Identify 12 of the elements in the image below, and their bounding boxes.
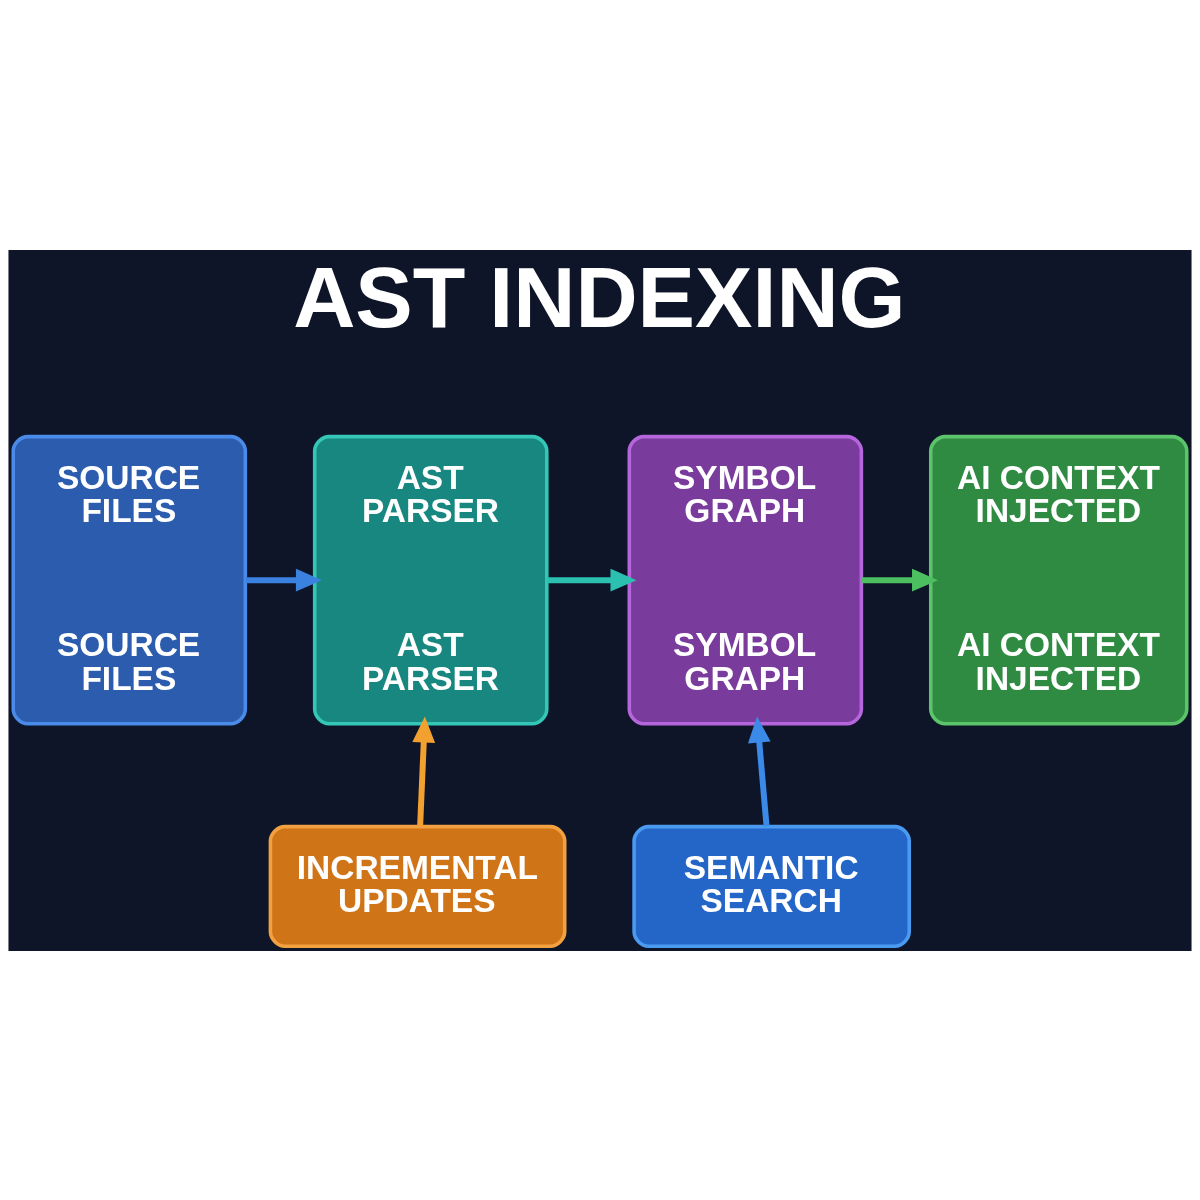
- node-box: SYMBOL GRAPH SYMBOL GRAPH: [627, 434, 864, 725]
- diagram-title: AST INDEXING: [293, 248, 906, 345]
- arrow: [412, 715, 436, 826]
- node-box: AI CONTEXT INJECTED AI CONTEXT INJECTED: [928, 434, 1189, 725]
- node-box: INCREMENTAL UPDATES: [268, 824, 567, 948]
- arrow: [747, 716, 771, 827]
- node-box: SOURCE FILES SOURCE FILES: [11, 434, 248, 725]
- arrow: [546, 568, 637, 592]
- arrow: [861, 568, 938, 592]
- node-box: SEMANTIC SEARCH: [632, 824, 912, 948]
- arrow: [245, 568, 322, 592]
- node-box: AST PARSER AST PARSER: [312, 434, 549, 725]
